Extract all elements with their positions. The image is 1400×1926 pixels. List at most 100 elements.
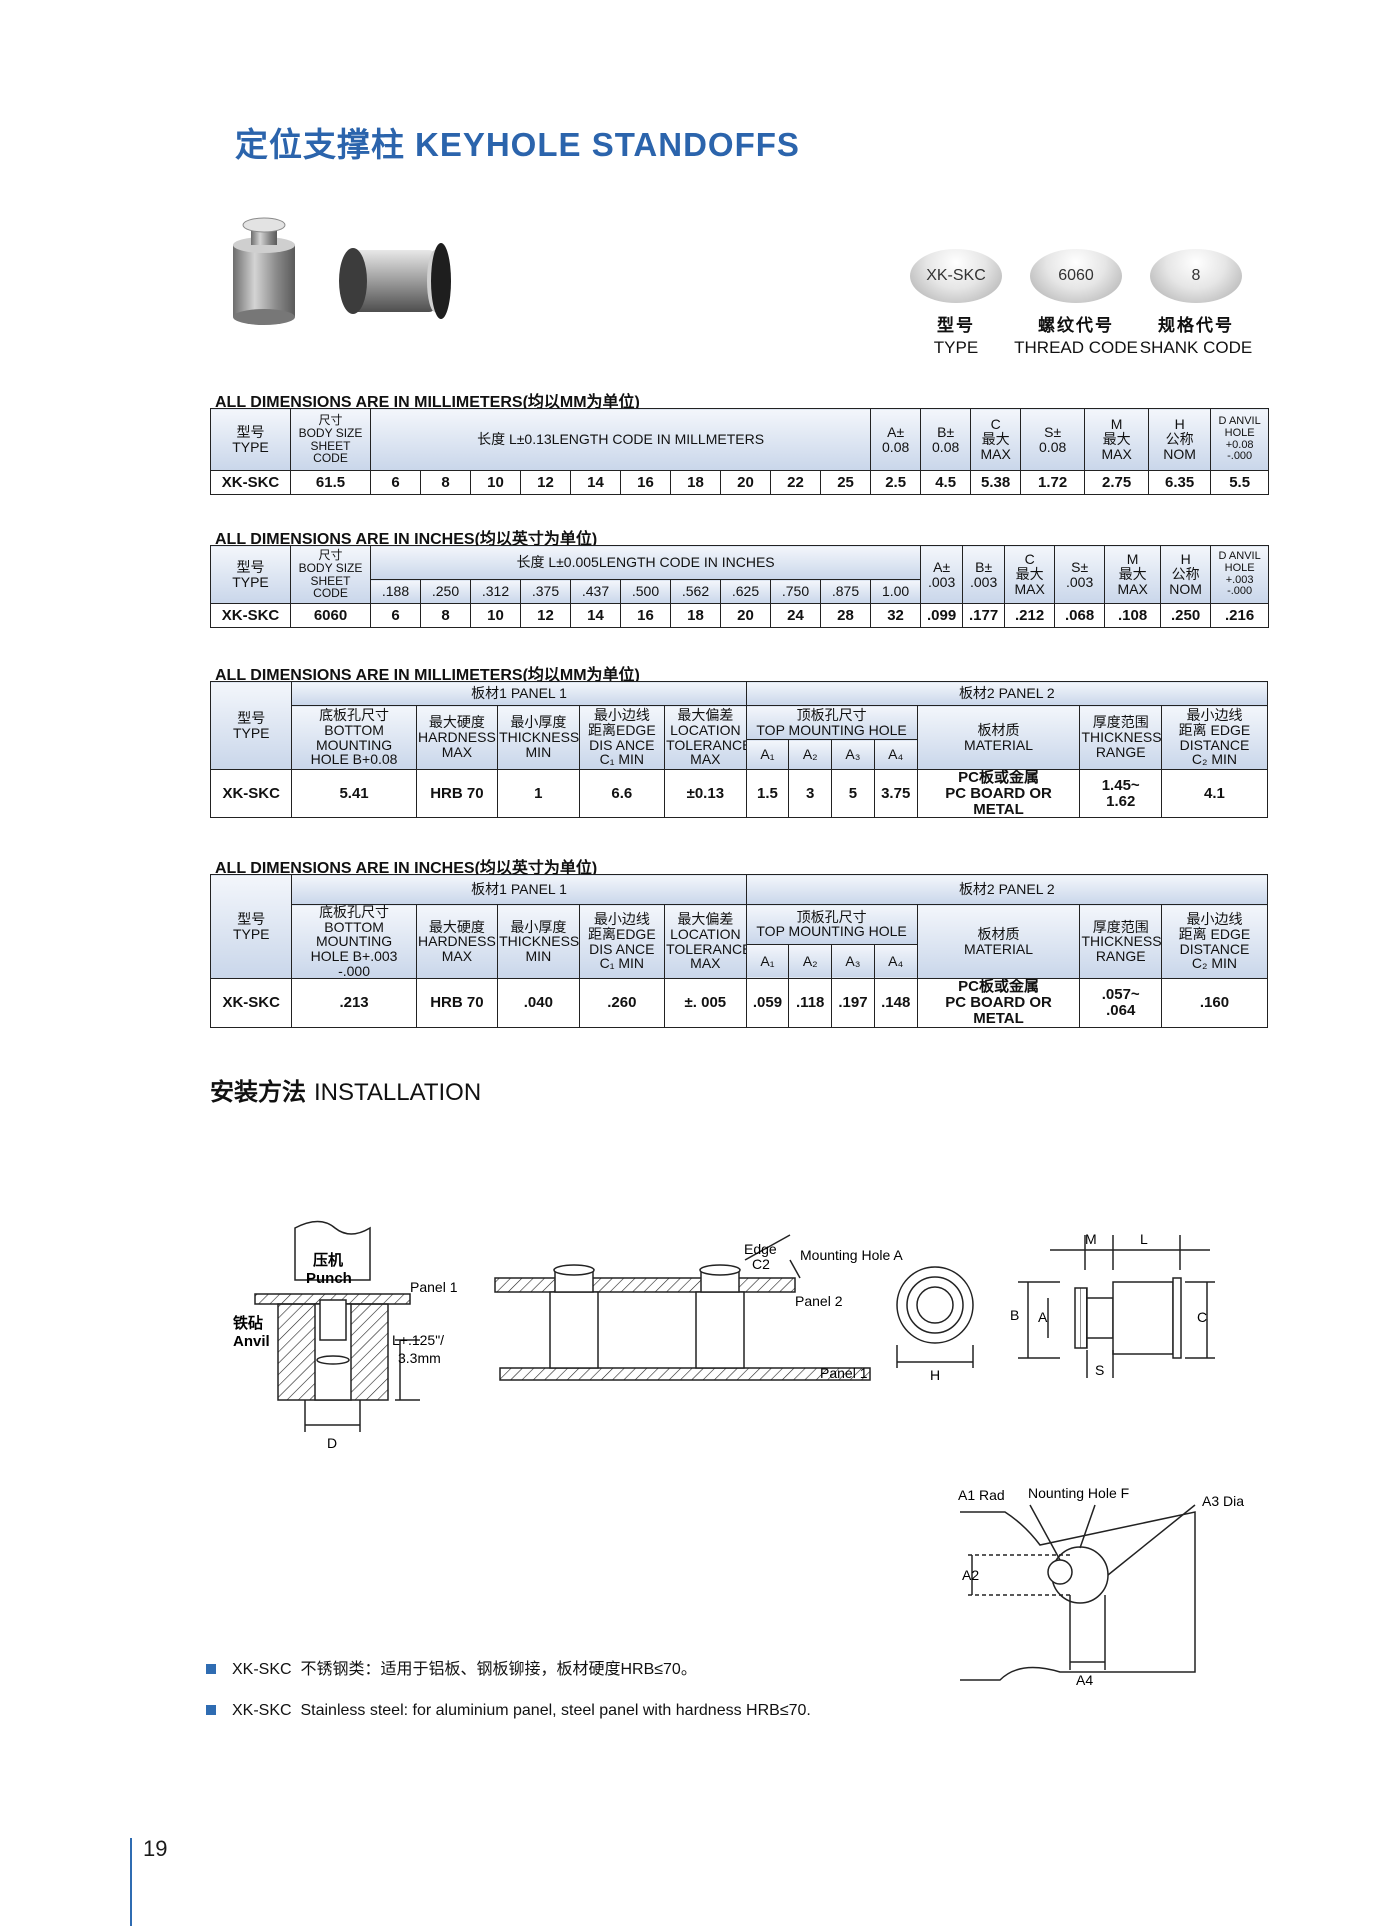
type-code-pill: XK-SKC — [910, 249, 1002, 303]
t4-bottom: .213 — [291, 978, 417, 1028]
t1-len: 22 — [770, 470, 821, 495]
t1-len: 16 — [620, 470, 671, 495]
t4-h-a2: A₂ — [788, 943, 833, 980]
t2-m: .108 — [1104, 603, 1162, 628]
t1-d: 5.5 — [1210, 470, 1270, 495]
t4-panel2: 板材2 PANEL 2 — [745, 874, 1269, 905]
note-en: XK-SKC Stainless steel: for aluminium pa… — [206, 1702, 811, 1720]
t2-len-head: .437 — [570, 579, 621, 604]
t1-len: 10 — [470, 470, 521, 495]
t3-h-a1: A₁ — [745, 739, 790, 770]
mounting-hole-a-label: Mounting Hole A — [800, 1247, 903, 1263]
t3-panel1: 板材1 PANEL 1 — [291, 681, 747, 706]
standoff-upright-image — [233, 217, 295, 325]
t2-c: .212 — [1004, 603, 1056, 628]
t2-h-b: B±.003 — [962, 545, 1006, 604]
punch-label-zh: 压机 — [313, 1251, 343, 1269]
t4-type: XK-SKC — [209, 978, 293, 1028]
t4-a3: .197 — [831, 978, 875, 1028]
t4-h-a1: A₁ — [745, 943, 790, 980]
t2-h-a: A±.003 — [920, 545, 964, 604]
d-label: D — [327, 1435, 337, 1451]
h-label: H — [930, 1367, 940, 1383]
t4-location: ±. 005 — [664, 978, 747, 1028]
table1-caption: ALL DIMENSIONS ARE IN MILLIMETERS(均以MM为单… — [215, 394, 640, 411]
t2-len: 32 — [869, 603, 922, 628]
t1-len: 8 — [420, 470, 471, 495]
t2-len-head: .312 — [470, 579, 521, 604]
t1-s: 1.72 — [1020, 470, 1086, 495]
t2-a: .099 — [920, 603, 964, 628]
t2-len-head: .875 — [820, 579, 871, 604]
t1-b: 4.5 — [920, 470, 972, 495]
t2-len-head: .375 — [520, 579, 571, 604]
t3-a3: 5 — [831, 768, 875, 819]
t3-h-a4: A₄ — [873, 739, 918, 770]
t1-a: 2.5 — [870, 470, 922, 495]
t4-h-a3: A₃ — [831, 943, 875, 980]
punch-label-en: Punch — [306, 1270, 352, 1287]
t4-panel1: 板材1 PANEL 1 — [291, 874, 747, 905]
t3-a1: 1.5 — [745, 768, 790, 819]
t1-m: 2.75 — [1084, 470, 1150, 495]
title-en: KEYHOLE STANDOFFS — [415, 126, 800, 163]
t1-h-s: S±0.08 — [1020, 408, 1086, 471]
shank-code-label: 规格代号 SHANK CODE — [1139, 316, 1253, 358]
a1-rad-label: A1 Rad — [958, 1487, 1005, 1503]
t3-bottom: 5.41 — [291, 768, 417, 819]
length-label-mm: 3.3mm — [398, 1350, 441, 1366]
t1-h-length: 长度 L±0.13LENGTH CODE IN MILLMETERS — [369, 408, 872, 471]
mounting-hole-f-label: Nounting Hole F — [1028, 1485, 1129, 1501]
t3-panel2: 板材2 PANEL 2 — [745, 681, 1269, 706]
t1-c: 5.38 — [970, 470, 1022, 495]
a4-label: A4 — [1076, 1672, 1093, 1688]
standoff-lying-image — [339, 243, 451, 319]
t4-hardness: HRB 70 — [415, 978, 499, 1028]
note-zh: XK-SKC 不锈钢类：适用于铝板、钢板铆接，板材硬度HRB≤70。 — [206, 1655, 697, 1679]
t2-len-head: 1.00 — [869, 579, 922, 604]
t2-len-head: .562 — [670, 579, 721, 604]
t3-edge: 6.6 — [578, 768, 666, 819]
t3-h-a3: A₃ — [831, 739, 875, 770]
shank-code-pill: 8 — [1150, 249, 1242, 303]
press-panel1-label: Panel 1 — [410, 1279, 458, 1295]
t3-type: XK-SKC — [209, 768, 293, 819]
anvil-label-en: Anvil — [233, 1333, 270, 1350]
t2-len: 14 — [570, 603, 621, 628]
length-label: L+.125"/ — [392, 1332, 444, 1348]
m-label: M — [1085, 1231, 1097, 1247]
table4-caption: ALL DIMENSIONS ARE IN INCHES(均以英寸为单位) — [215, 860, 598, 877]
t2-s: .068 — [1054, 603, 1106, 628]
t2-h-length: 长度 L±0.005LENGTH CODE IN INCHES — [369, 545, 922, 580]
thread-code-label: 螺纹代号 THREAD CODE — [1014, 316, 1138, 358]
page-number-rule — [130, 1838, 132, 1926]
t2-b: .177 — [962, 603, 1006, 628]
t2-len-head: .625 — [720, 579, 771, 604]
t2-h: .250 — [1160, 603, 1212, 628]
t2-len-head: .750 — [770, 579, 821, 604]
type-label: 型号 TYPE — [933, 316, 979, 358]
